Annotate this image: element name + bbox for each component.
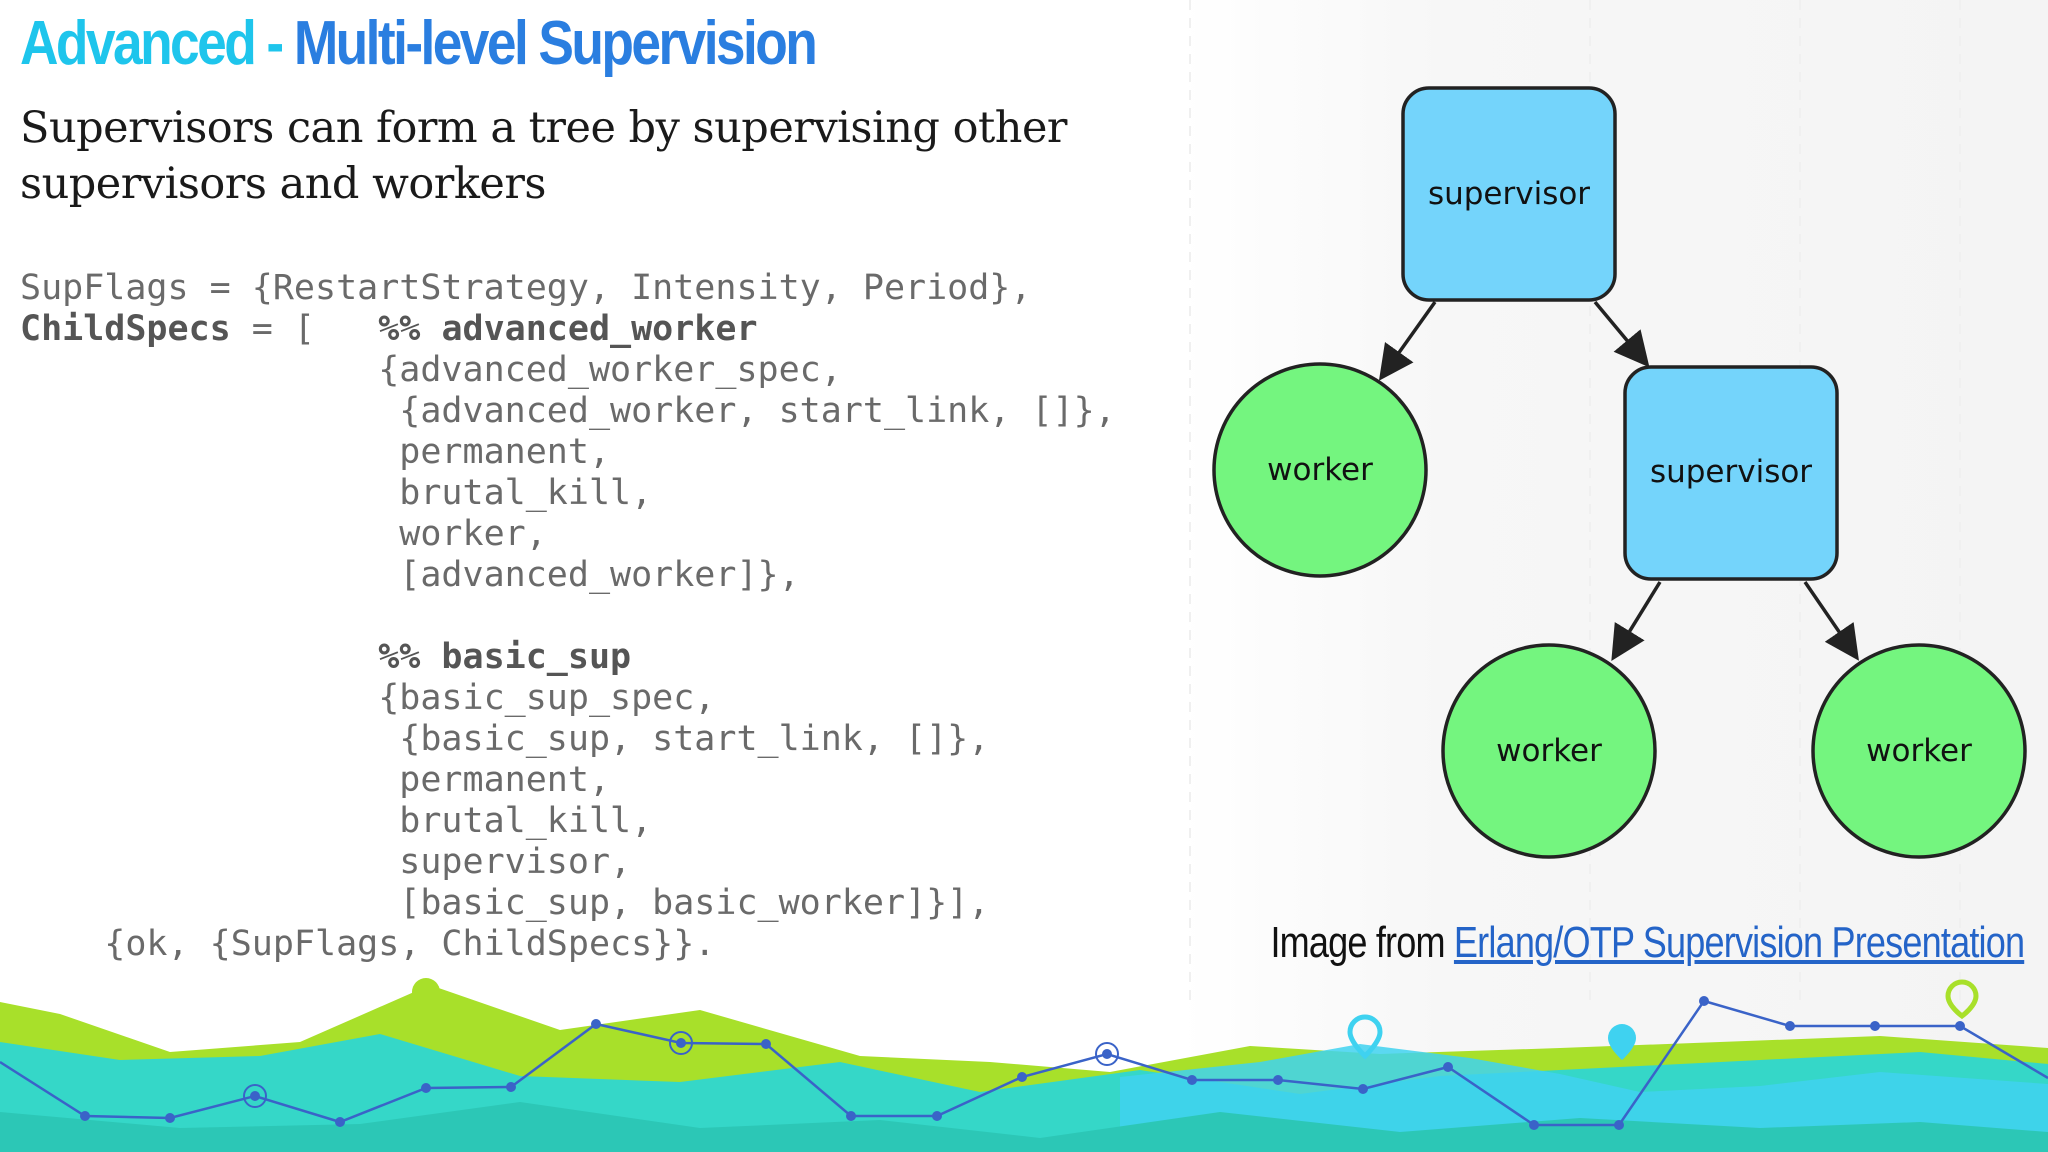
code-line: brutal_kill, — [20, 473, 653, 513]
tree-edges — [1378, 300, 1859, 661]
code-block: SupFlags = {RestartStrategy, Intensity, … — [20, 268, 1116, 965]
location-pin-icon — [1608, 1024, 1636, 1060]
supervision-tree-diagram: supervisor worker supervisor worker work… — [1212, 86, 2027, 859]
worker-circle — [1811, 643, 2027, 859]
code-line: {advanced_worker, start_link, []}, — [20, 391, 1116, 431]
footer-line-points — [80, 996, 1965, 1130]
footer-sky-band — [1120, 1044, 2048, 1152]
location-pin-icon — [412, 978, 440, 1016]
edge-supervisor-worker — [1803, 581, 1859, 661]
node-label: worker — [1866, 733, 1972, 769]
worker-circle — [1441, 643, 1657, 859]
node-worker-2: worker — [1441, 643, 1657, 859]
code-line: {basic_sup, start_link, []}, — [20, 719, 990, 759]
slide-subtitle: Supervisors can form a tree by supervisi… — [20, 103, 1067, 209]
presentation-link[interactable]: Erlang/OTP Supervision Presentation — [1453, 918, 2025, 967]
code-line: {basic_sup_spec, — [20, 678, 716, 718]
node-worker-1: worker — [1212, 362, 1428, 578]
code-line: brutal_kill, — [20, 801, 653, 841]
code-line: [basic_sup, basic_worker]}], — [20, 883, 990, 923]
node-label: supervisor — [1650, 454, 1812, 490]
code-line: supervisor, — [20, 842, 632, 882]
decorative-footer — [0, 978, 2048, 1152]
code-line: permanent, — [20, 760, 611, 800]
code-line: {advanced_worker_spec, — [20, 350, 842, 390]
node-worker-3: worker — [1811, 643, 2027, 859]
supervisor-box — [1401, 86, 1617, 302]
location-pin-icon — [1347, 1014, 1383, 1060]
node-label: worker — [1496, 733, 1602, 769]
node-label: worker — [1267, 452, 1373, 488]
node-root-supervisor: supervisor — [1401, 86, 1617, 302]
edge-root-supervisor — [1593, 300, 1650, 368]
footer-ring-markers — [243, 1031, 1119, 1108]
location-pin-icon — [1945, 979, 1979, 1020]
title-part-2: Multi-level Supervision — [293, 9, 818, 78]
credit-prefix: Image from — [1270, 918, 1454, 967]
worker-circle — [1212, 362, 1428, 578]
edge-supervisor-worker — [1611, 581, 1662, 661]
title-part-1: Advanced - — [20, 9, 294, 78]
supervisor-box — [1623, 365, 1839, 581]
edge-root-worker — [1378, 300, 1437, 381]
code-line: = [ — [230, 309, 379, 349]
code-comment: %% basic_sup — [20, 637, 632, 677]
code-keyword: ChildSpecs — [20, 309, 231, 349]
code-line: worker, — [20, 514, 547, 554]
node-label: supervisor — [1428, 176, 1590, 212]
code-comment: %% advanced_worker — [378, 309, 758, 349]
slide-title: Advanced - Multi-level Supervision — [20, 8, 818, 79]
node-sub-supervisor: supervisor — [1623, 365, 1839, 581]
code-line: permanent, — [20, 432, 611, 472]
footer-deep-band — [0, 1102, 2048, 1152]
code-line: SupFlags = {RestartStrategy, Intensity, … — [20, 268, 1032, 308]
code-line: {ok, {SupFlags, ChildSpecs}}. — [20, 924, 716, 964]
code-line: [advanced_worker]}, — [20, 555, 800, 595]
image-credit: Image from Erlang/OTP Supervision Presen… — [1270, 918, 2025, 968]
